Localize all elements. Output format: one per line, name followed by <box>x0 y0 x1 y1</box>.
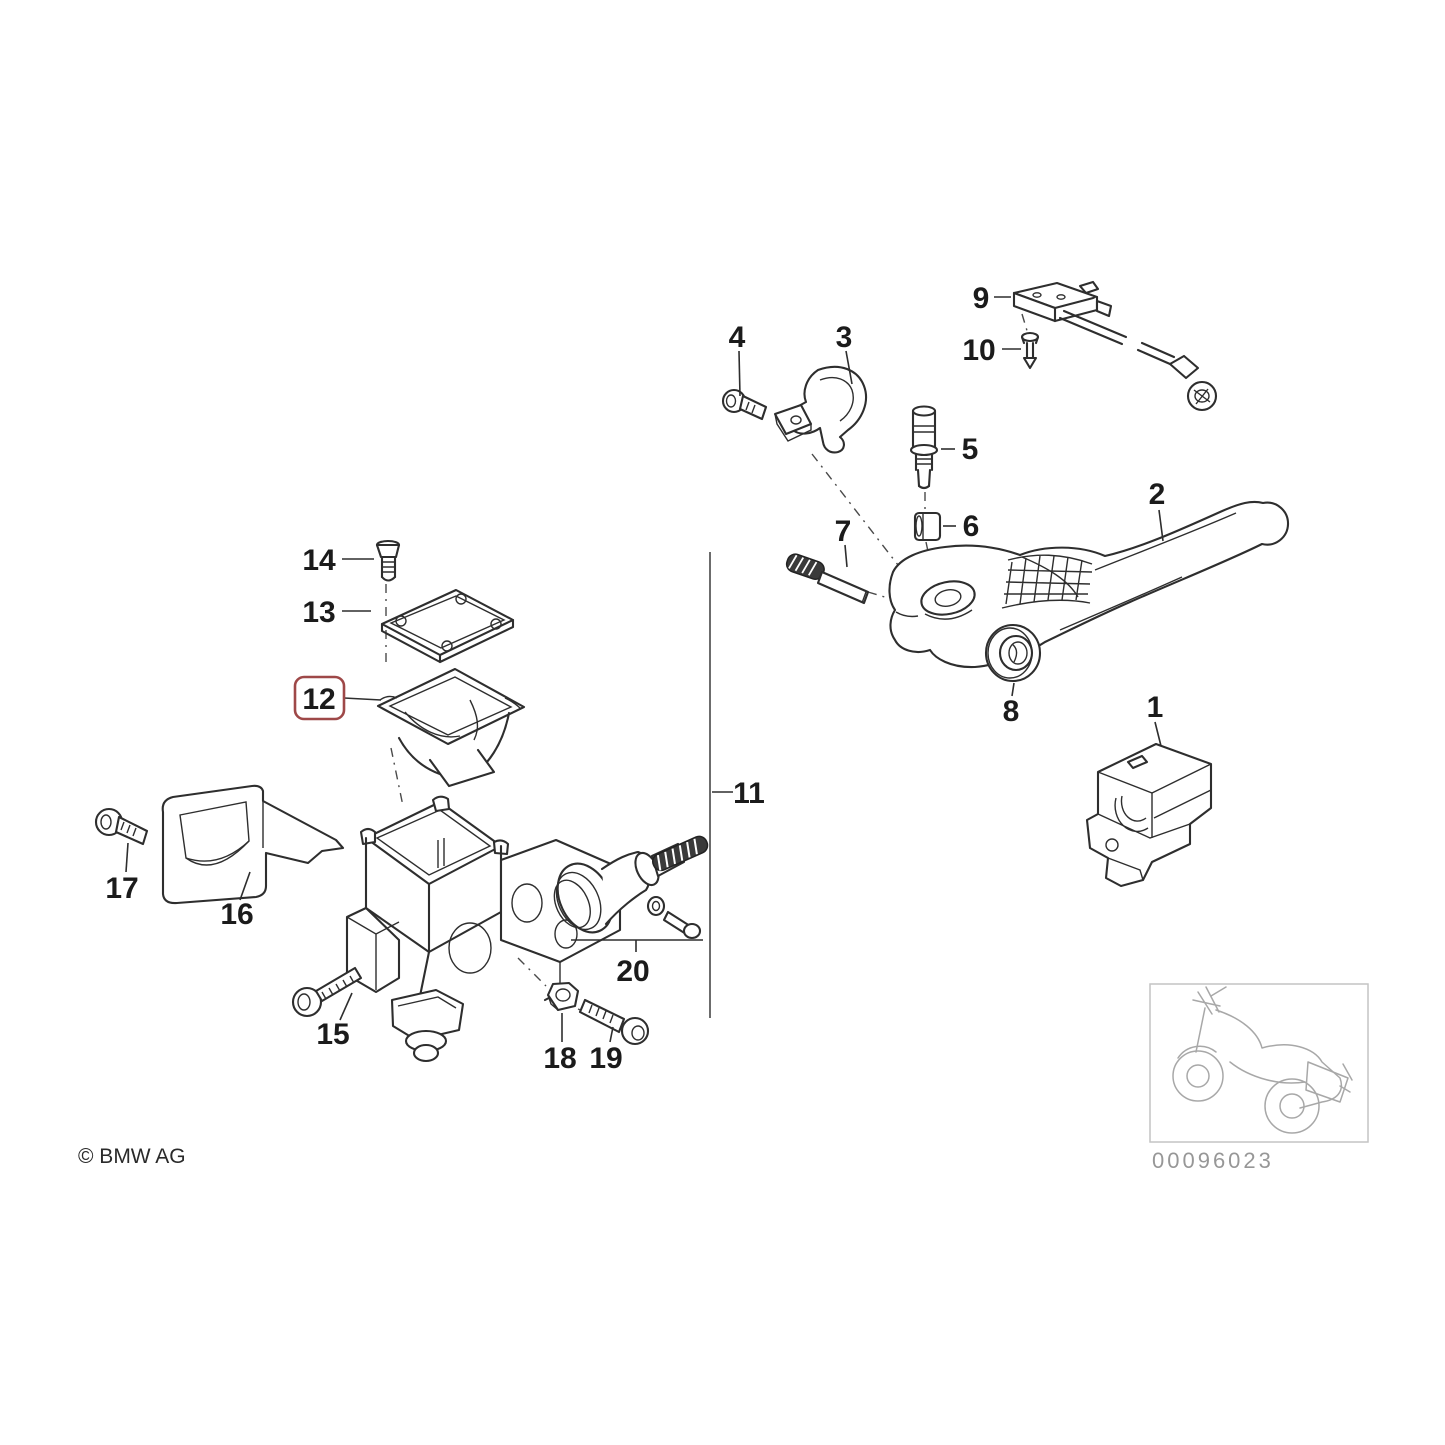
part-20-piston-kit <box>553 835 709 952</box>
callout-12[interactable]: 12 <box>302 683 335 716</box>
leader-lines <box>125 296 1164 1043</box>
copyright-text: © BMW AG <box>78 1145 186 1168</box>
spring <box>651 835 709 872</box>
callout-10[interactable]: 10 <box>962 334 995 367</box>
part-8-bushing <box>984 623 1042 683</box>
part-10-screw <box>1020 331 1040 370</box>
part-5-adjusting-bolt <box>909 405 939 490</box>
part-6-nut <box>913 511 942 542</box>
callout-19[interactable]: 19 <box>589 1042 622 1075</box>
callout-3[interactable]: 3 <box>836 321 853 354</box>
callout-labels: 1 2 3 4 5 6 7 8 9 10 11 12 13 14 15 16 1… <box>105 282 1165 1075</box>
callout-6[interactable]: 6 <box>963 510 980 543</box>
part-18-nut <box>546 981 580 1012</box>
callout-11[interactable]: 11 <box>733 777 765 810</box>
part-13-reservoir-cover <box>380 588 515 664</box>
callout-7[interactable]: 7 <box>835 515 852 548</box>
callout-4[interactable]: 4 <box>729 321 746 354</box>
callout-9[interactable]: 9 <box>973 282 990 315</box>
part-3-bracket <box>773 365 868 454</box>
part-1-clamp-housing <box>1085 742 1213 888</box>
part-4-screw <box>721 388 768 421</box>
callout-16[interactable]: 16 <box>220 898 253 931</box>
callout-8[interactable]: 8 <box>1003 695 1020 728</box>
image-number-text: 00096023 <box>1152 1148 1274 1173</box>
part-9-switch <box>1012 280 1218 412</box>
part-16-cover <box>161 784 345 905</box>
motorcycle-sketch <box>1172 986 1353 1134</box>
part-15-screw <box>291 966 363 1018</box>
divider-line-11 <box>709 552 733 1018</box>
part-14-screw <box>375 539 401 582</box>
callout-15[interactable]: 15 <box>316 1018 349 1051</box>
callout-18[interactable]: 18 <box>543 1042 576 1075</box>
callout-2[interactable]: 2 <box>1149 478 1166 511</box>
callout-5[interactable]: 5 <box>962 433 979 466</box>
part-7-pin <box>785 553 870 605</box>
part-12-diaphragm <box>376 667 526 788</box>
part-19-screw <box>578 998 650 1046</box>
callout-14[interactable]: 14 <box>302 544 336 577</box>
thumbnail-frame <box>1149 983 1369 1143</box>
callout-20[interactable]: 20 <box>616 955 649 988</box>
callout-13[interactable]: 13 <box>302 596 335 629</box>
part-2-brake-lever <box>888 500 1290 669</box>
part-17-screw <box>94 807 149 846</box>
construction-lines <box>362 313 1029 1014</box>
motorcycle-thumbnail <box>1149 983 1369 1143</box>
callout-17[interactable]: 17 <box>105 872 138 905</box>
callout-1[interactable]: 1 <box>1147 691 1164 724</box>
callout-12-highlight-box[interactable] <box>293 675 346 721</box>
